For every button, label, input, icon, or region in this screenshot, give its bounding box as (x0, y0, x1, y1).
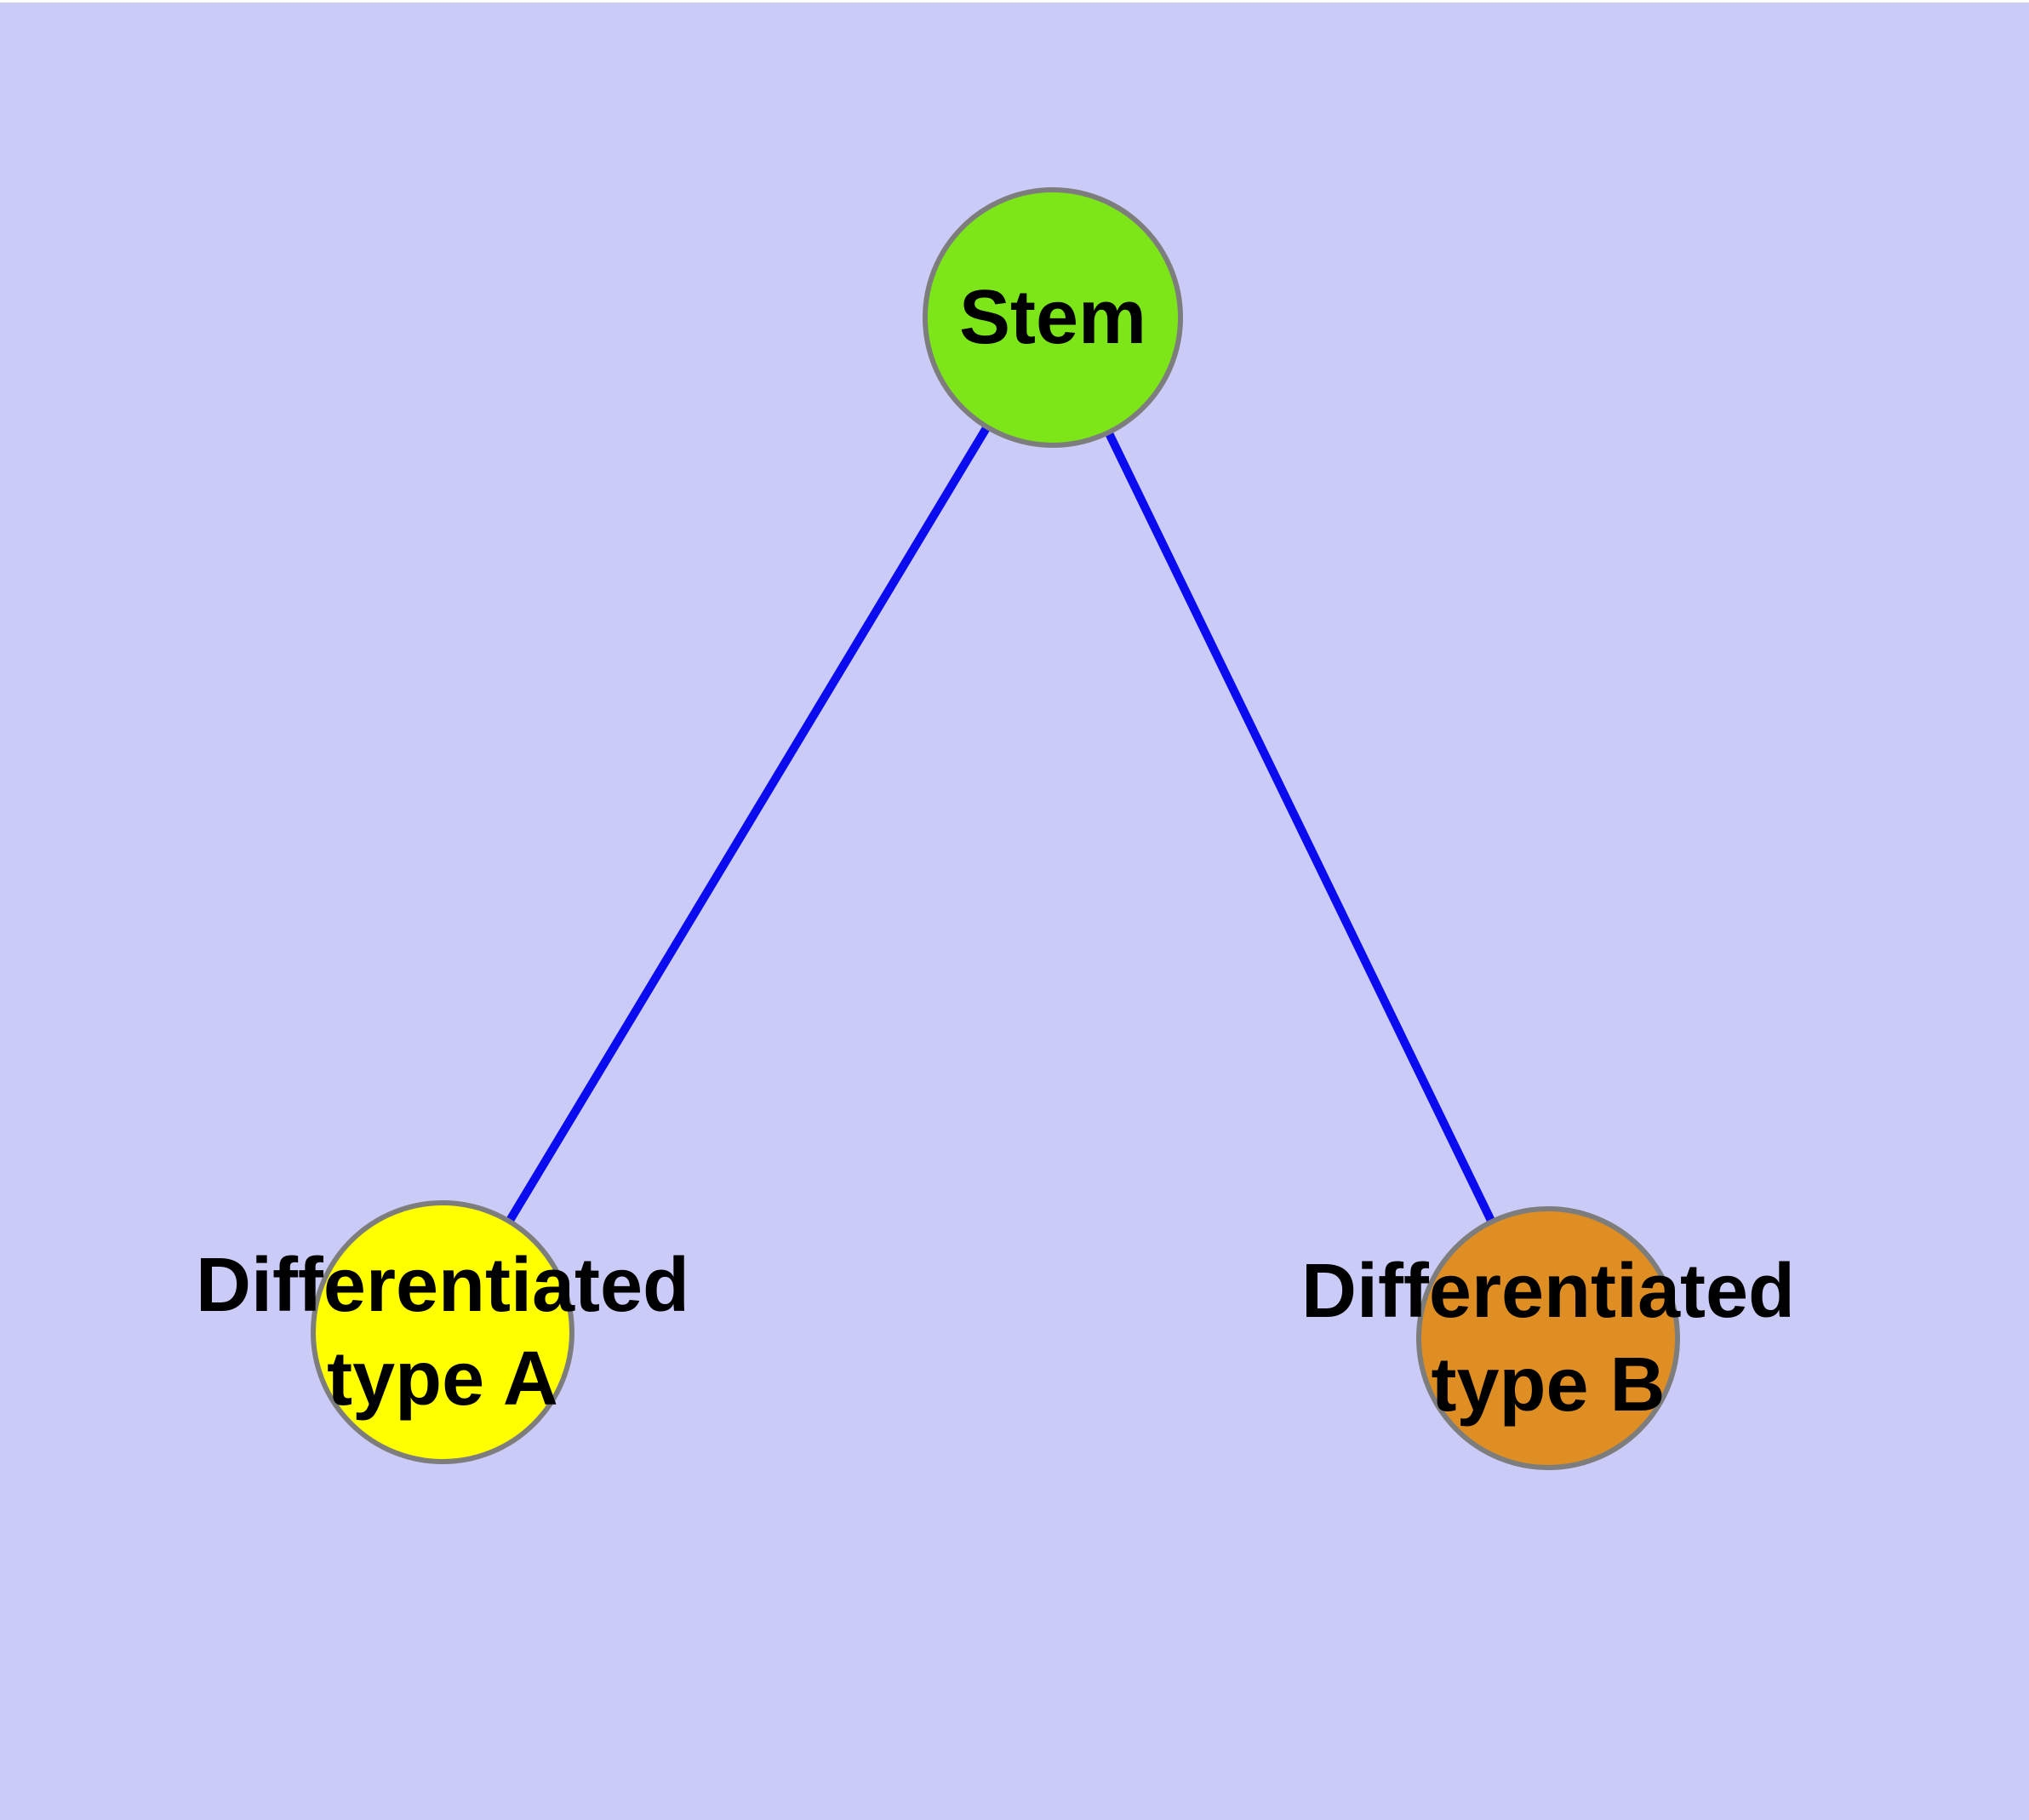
top-edge-strip (0, 0, 2029, 3)
edge-stem-to-type-b (1049, 315, 1552, 1341)
node-differentiated-type-a (311, 1200, 574, 1464)
edge-stem-to-type-a (438, 315, 1057, 1335)
node-differentiated-type-b-label-line1: Differentiated (1301, 1249, 1795, 1334)
node-stem (923, 187, 1183, 448)
node-differentiated-type-b (1416, 1206, 1680, 1470)
node-stem-label: Stem (959, 275, 1146, 360)
node-differentiated-type-a-label-line2: type A (327, 1336, 558, 1422)
node-differentiated-type-a-label-line1: Differentiated (196, 1243, 689, 1328)
node-differentiated-type-b-label-line2: type B (1431, 1342, 1665, 1428)
